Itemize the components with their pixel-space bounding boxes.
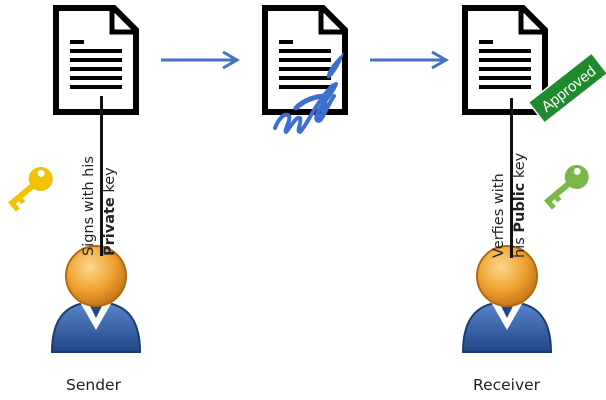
sign-step-suffix: key (102, 167, 118, 198)
person-icon (461, 245, 553, 353)
arrow-right-icon (370, 50, 450, 70)
arrow-right-icon (161, 50, 241, 70)
verify-step-suffix: key (512, 152, 528, 183)
verify-step-line1: Verfies with (491, 173, 507, 258)
key-icon (8, 167, 53, 212)
sign-step-line1: Signs with his (81, 156, 97, 256)
sign-step-label: Signs with his Private key (76, 96, 124, 256)
private-keyword: Private (102, 197, 118, 256)
verify-step-line2: his Public key (510, 98, 531, 258)
sign-step-line2: Private key (100, 96, 121, 256)
verify-step-divider (510, 98, 513, 258)
signed-document-icon (262, 5, 348, 115)
sign-step-divider (100, 96, 103, 256)
receiver-label: Receiver (473, 376, 541, 394)
verify-step-label: Verfies with his Public key (486, 98, 534, 258)
sender-label: Sender (66, 376, 121, 394)
public-keyword: Public (512, 182, 528, 233)
verify-step-prefix: his (512, 232, 528, 258)
person-icon (50, 245, 142, 353)
key-icon (544, 165, 589, 210)
document-icon (53, 5, 139, 115)
approved-document-icon (462, 5, 548, 115)
signature-icon (273, 52, 344, 134)
